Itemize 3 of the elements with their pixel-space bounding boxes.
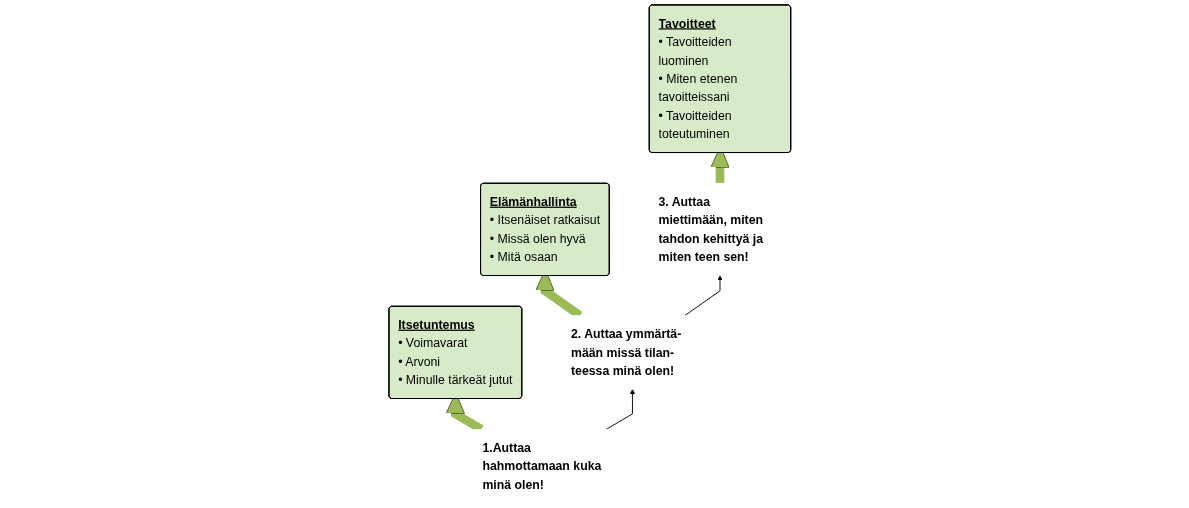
node-text: 1.Auttaa hahmottamaan kuka minä olen! [482,440,602,492]
node-text: 2. Auttaa ymmärtä- mään missä tilan- teessa minä olen! [571,327,682,378]
node-text: 3. Auttaa miettimään, miten tahdon kehittyä ja miten teen sen! [658,194,764,264]
